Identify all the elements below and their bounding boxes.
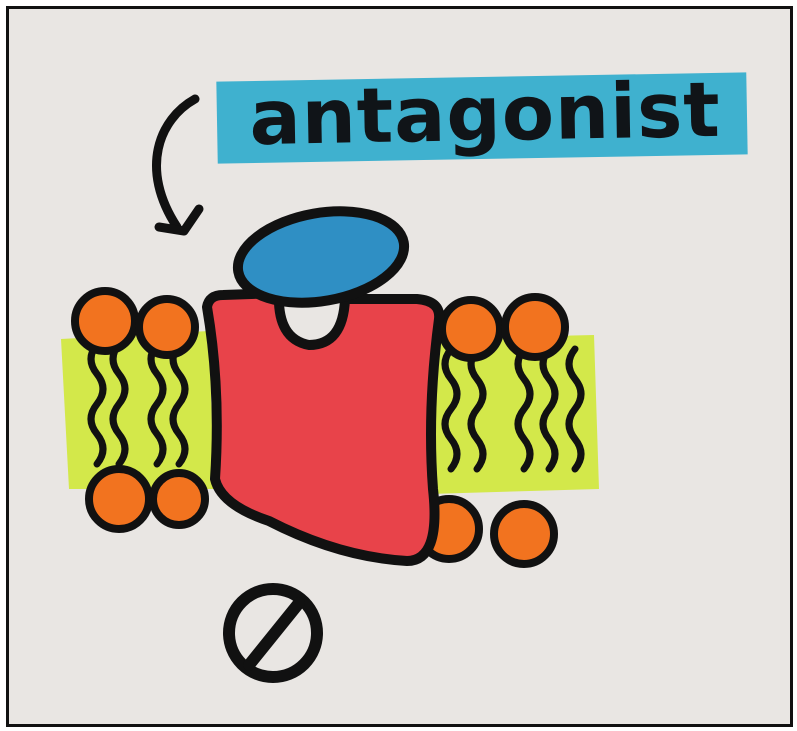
- diagram-canvas: [9, 9, 790, 724]
- lipid-head: [75, 291, 135, 351]
- drawing-frame: antagonist: [6, 6, 793, 727]
- receptor-protein-icon: [207, 293, 439, 561]
- prohibited-icon: [229, 589, 317, 677]
- lipid-head: [494, 504, 554, 564]
- lipid-head: [505, 297, 565, 357]
- lipid-head: [442, 300, 500, 358]
- lipid-head: [89, 469, 149, 529]
- lipid-head: [139, 299, 195, 355]
- lipid-head: [153, 473, 205, 525]
- curved-arrow-icon: [157, 99, 199, 231]
